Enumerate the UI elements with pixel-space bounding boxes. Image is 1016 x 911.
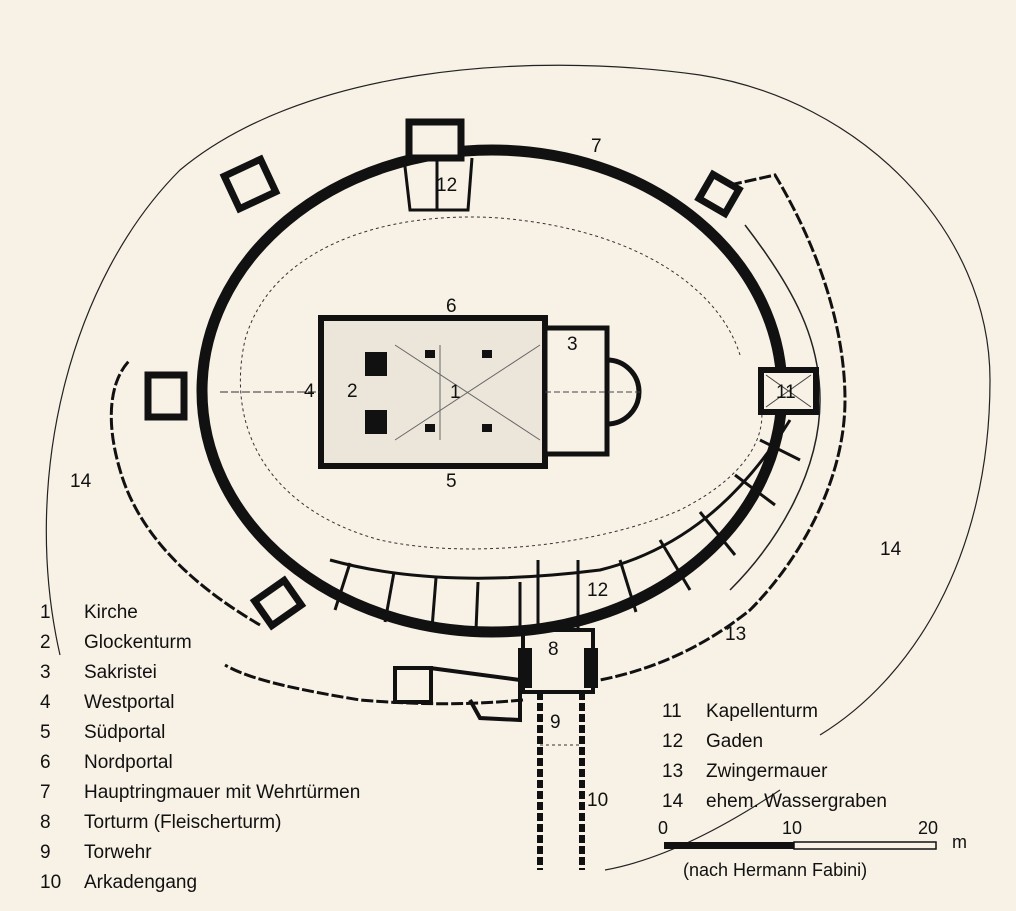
north-gaden	[402, 157, 474, 212]
legend-num: 2	[40, 632, 51, 653]
legend-item: 10 Arkadengang	[40, 868, 360, 898]
legend-item: 5 Südportal	[40, 718, 360, 748]
legend-text: Sakristei	[84, 662, 157, 683]
moat-outline	[45, 64, 991, 736]
label-14-west: 14	[70, 471, 92, 492]
legend-item: 7 Hauptringmauer mit Wehrtürmen	[40, 778, 360, 808]
legend-item: 2 Glockenturm	[40, 628, 360, 658]
source-credit: (nach Hermann Fabini)	[683, 860, 868, 880]
legend-num: 12	[662, 731, 684, 752]
legend-text: Arkadengang	[84, 872, 198, 893]
legend-num: 9	[40, 842, 51, 863]
gaden-ring	[329, 419, 801, 632]
inner-dotted-area	[239, 216, 763, 550]
legend-item: 4 Westportal	[40, 688, 360, 718]
legend-num: 13	[662, 761, 684, 782]
scale-tick-20: 20	[918, 818, 939, 838]
legend-text: ehem. Wassergraben	[706, 791, 887, 812]
scale-unit: m	[952, 832, 967, 852]
legend-text: Nordportal	[84, 752, 173, 773]
legend-num: 7	[40, 782, 51, 803]
legend-text: Gaden	[706, 731, 764, 752]
legend-text: Torturm (Fleischerturm)	[84, 812, 282, 833]
legend-left: 1 Kirche 2 Glockenturm 3 Sakristei 4 Westpor…	[40, 598, 360, 898]
label-9: 9	[550, 712, 561, 733]
legend-text: Zwingermauer	[706, 761, 828, 782]
label-12-north: 12	[436, 175, 457, 196]
outer-wall-inner-line	[729, 224, 821, 591]
legend-num: 6	[40, 752, 51, 773]
label-10: 10	[587, 790, 608, 811]
legend-item: 13 Zwingermauer	[662, 757, 887, 787]
legend-item: 11 Kapellenturm	[662, 697, 887, 727]
legend-num: 1	[40, 602, 51, 623]
label-4: 4	[304, 381, 315, 402]
legend-num: 8	[40, 812, 51, 833]
label-2: 2	[347, 381, 358, 402]
legend-item: 9 Torwehr	[40, 838, 360, 868]
moat-outline-bottom	[604, 789, 781, 871]
legend-text: Hauptringmauer mit Wehrtürmen	[84, 782, 361, 803]
label-13: 13	[725, 624, 746, 645]
label-8: 8	[548, 639, 559, 660]
legend-num: 14	[662, 791, 684, 812]
legend-num: 3	[40, 662, 51, 683]
scale-bar	[664, 841, 937, 850]
legend-text: Glockenturm	[84, 632, 192, 653]
legend-text: Westportal	[84, 692, 175, 713]
legend-right: 11 Kapellenturm 12 Gaden 13 Zwingermauer 14…	[662, 697, 887, 817]
legend-item: 14 ehem. Wassergraben	[662, 787, 887, 817]
legend-item: 1 Kirche	[40, 598, 360, 628]
scale-tick-10: 10	[782, 818, 803, 838]
gate-complex	[518, 560, 598, 870]
sw-buildings	[393, 666, 522, 723]
legend-item: 12 Gaden	[662, 727, 887, 757]
label-12-south: 12	[587, 580, 608, 601]
legend-num: 11	[662, 701, 682, 722]
legend-num: 10	[40, 872, 62, 893]
label-14-east: 14	[880, 539, 902, 560]
scale-tick-0: 0	[658, 818, 669, 838]
outer-ward-wall	[109, 173, 847, 706]
legend-num: 4	[40, 692, 51, 713]
legend-text: Kirche	[84, 602, 138, 623]
label-1: 1	[450, 382, 461, 403]
label-6: 6	[446, 296, 457, 317]
wall-towers	[144, 118, 744, 631]
legend-text: Kapellenturm	[706, 701, 818, 722]
label-11: 11	[776, 382, 796, 403]
legend-item: 6 Nordportal	[40, 748, 360, 778]
legend-text: Südportal	[84, 722, 166, 743]
label-3: 3	[567, 334, 578, 355]
legend-num: 5	[40, 722, 51, 743]
label-5: 5	[446, 471, 457, 492]
chapel-tower-cross	[765, 374, 812, 408]
label-7: 7	[591, 136, 602, 157]
legend-text: Torwehr	[84, 842, 152, 863]
church	[318, 315, 642, 469]
legend-item: 3 Sakristei	[40, 658, 360, 688]
legend-item: 8 Torturm (Fleischerturm)	[40, 808, 360, 838]
